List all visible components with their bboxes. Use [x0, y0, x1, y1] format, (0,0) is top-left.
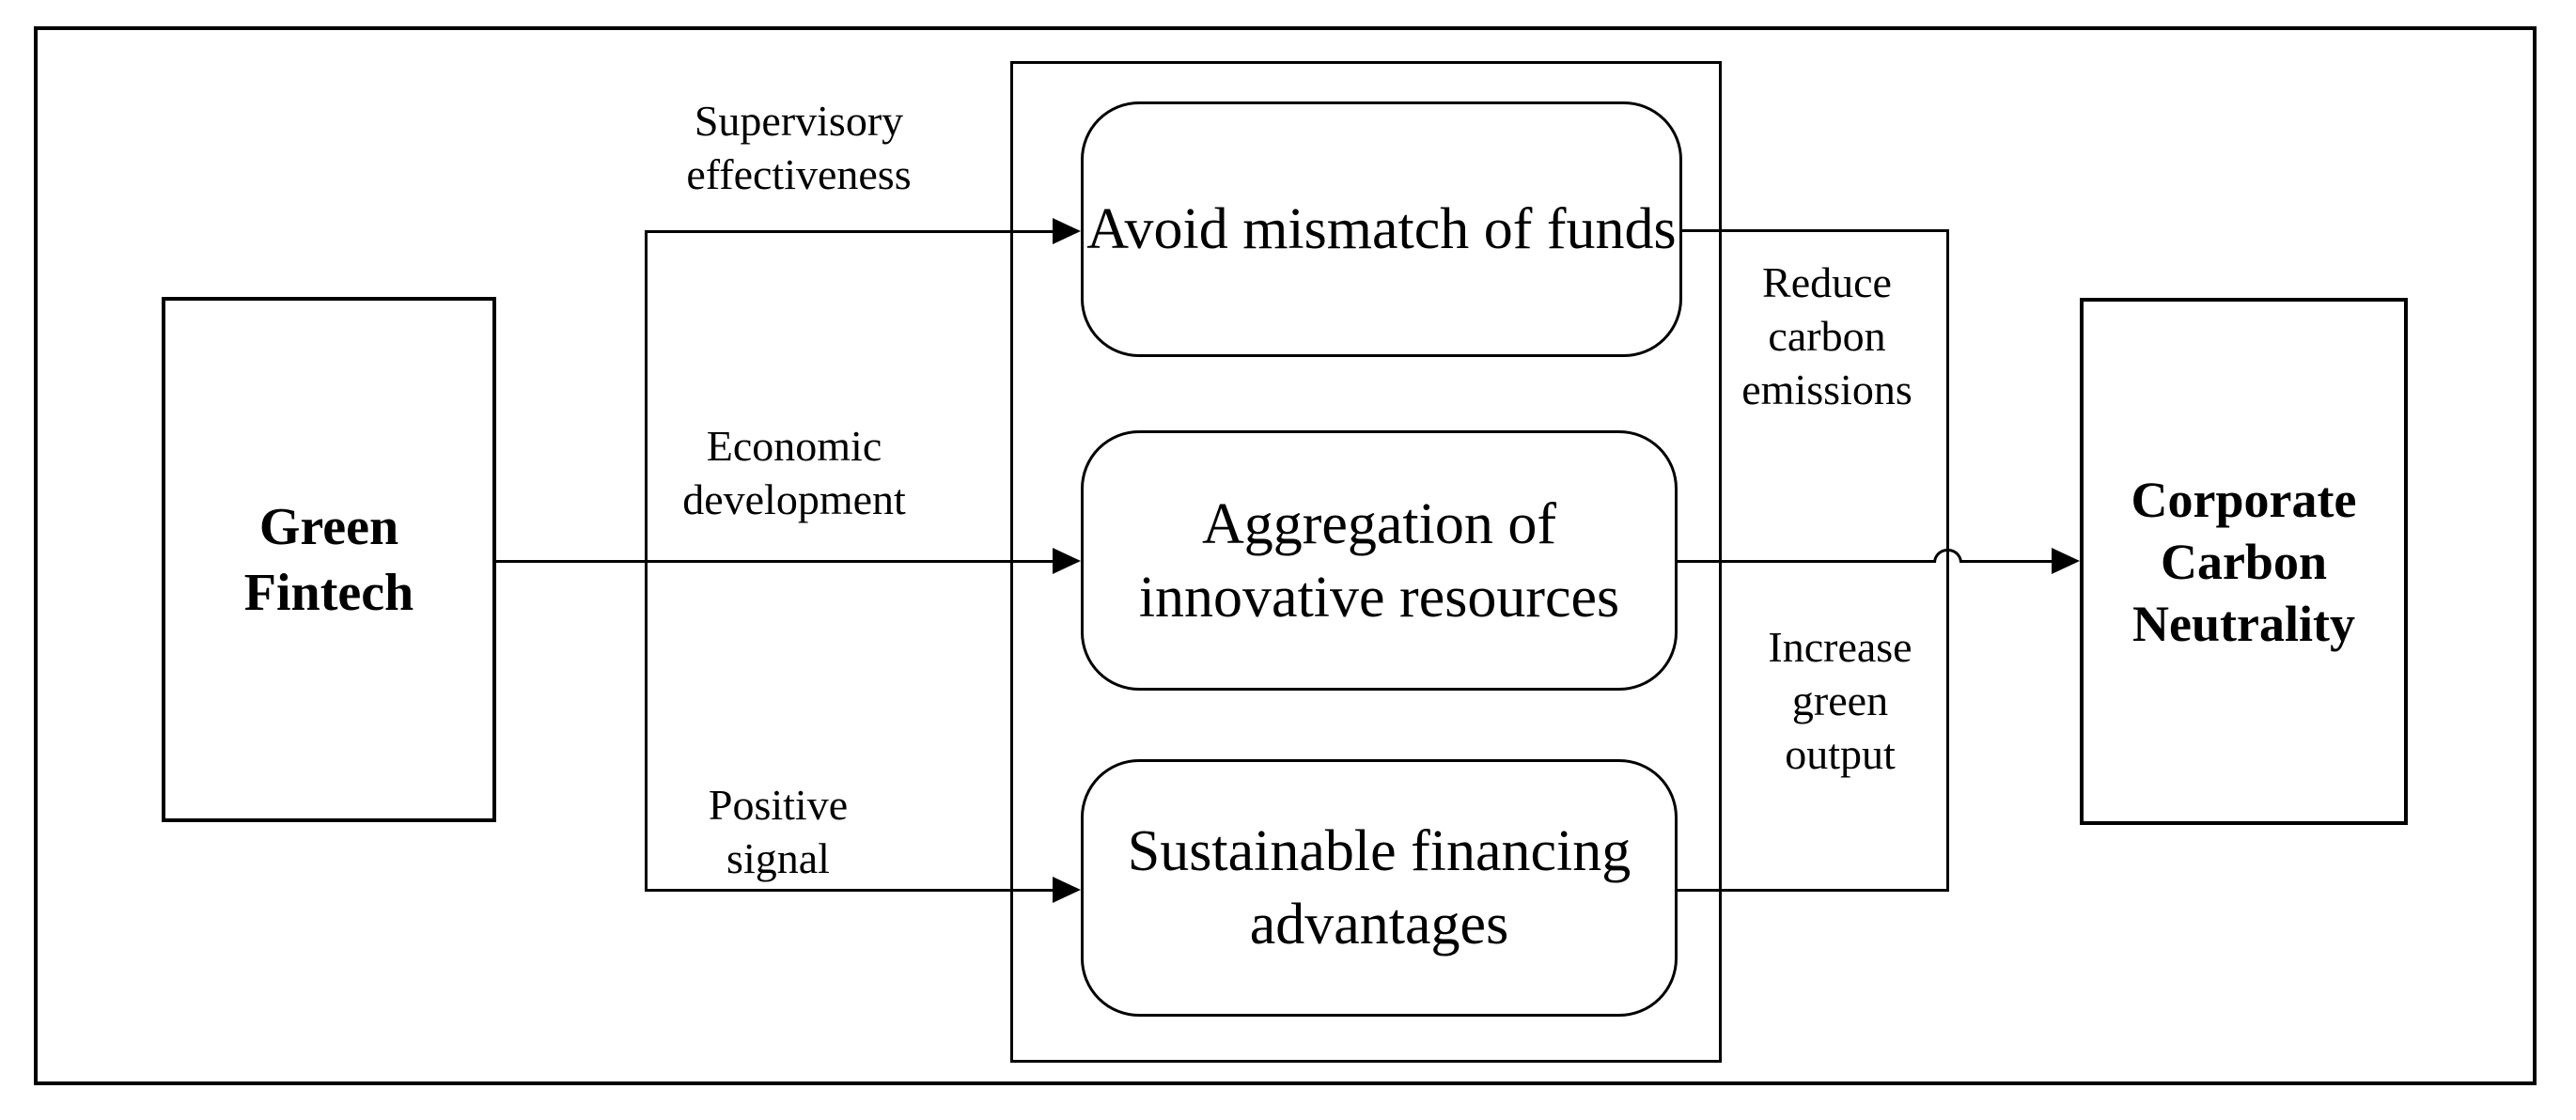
label-supervisory-effectiveness: Supervisory effectiveness	[686, 97, 912, 198]
arrow-line-supervisory	[645, 230, 1054, 233]
label-reduce-carbon-emissions: Reduce carbon emissions	[1741, 258, 1912, 413]
node-corporate-carbon-neutrality: Corporate Carbon Neutrality	[2080, 298, 2408, 825]
arrow-line-positive	[645, 889, 1054, 892]
arrowhead-top-icon	[1053, 218, 1081, 244]
output-collector-vertical-line	[1946, 229, 1949, 892]
output-stub-bottom-line	[1676, 889, 1949, 892]
output-stub-top-line	[1680, 229, 1949, 232]
label-positive-signal: Positive signal	[708, 781, 849, 882]
output-arrow-line-right-segment	[1960, 560, 2053, 563]
outer-border	[34, 26, 2537, 1085]
arrowhead-middle-icon	[1053, 548, 1081, 574]
node-avoid-mismatch-of-funds: Avoid mismatch of funds	[1081, 101, 1682, 357]
line-jump-hop-icon	[1933, 549, 1962, 563]
node-aggregation-of-innovative-resources: Aggregation of innovative resources	[1081, 430, 1678, 691]
label-economic-development: Economic development	[682, 422, 906, 523]
arrow-line-economic	[495, 560, 1054, 563]
arrowhead-bottom-icon	[1053, 877, 1081, 903]
node-green-fintech: Green Fintech	[162, 297, 496, 822]
label-increase-green-output: Increase green output	[1768, 623, 1912, 778]
arrowhead-output-icon	[2052, 548, 2080, 574]
node-sustainable-financing-advantages: Sustainable financing advantages	[1081, 759, 1678, 1017]
output-arrow-line-left-segment	[1676, 560, 1935, 563]
